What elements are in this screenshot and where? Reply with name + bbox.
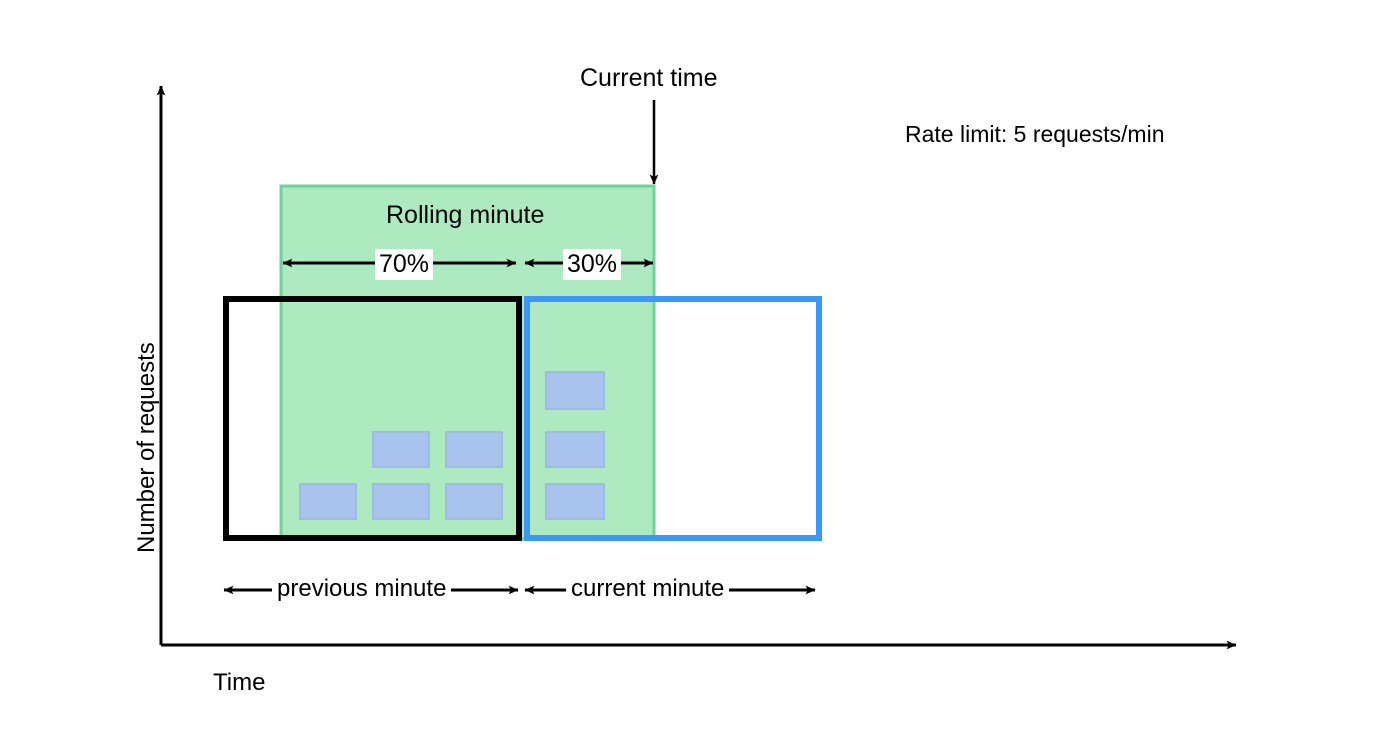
request-block [372, 431, 430, 468]
request-blocks-current-minute [545, 371, 605, 520]
previous-minute-label: previous minute [272, 577, 452, 601]
request-block [445, 431, 503, 468]
rate-limit-label: Rate limit: 5 requests/min [905, 121, 1165, 147]
current-time-label: Current time [580, 64, 718, 92]
current-minute-bucket [524, 296, 822, 541]
request-block [545, 483, 605, 520]
x-axis-label: Time [213, 669, 266, 696]
request-blocks-previous-minute [299, 431, 503, 520]
rolling-minute-window [279, 184, 656, 541]
current-minute-label: current minute [566, 577, 730, 601]
request-block [299, 483, 357, 520]
current-share-percent-label: 30% [563, 249, 622, 280]
previous-minute-bucket [223, 296, 522, 541]
rolling-minute-label: Rolling minute [386, 201, 545, 229]
request-block [545, 371, 605, 410]
request-block [372, 483, 430, 520]
y-axis-label: Number of requests [133, 342, 160, 553]
request-block [445, 483, 503, 520]
request-block [545, 431, 605, 468]
previous-share-percent-label: 70% [375, 249, 434, 280]
